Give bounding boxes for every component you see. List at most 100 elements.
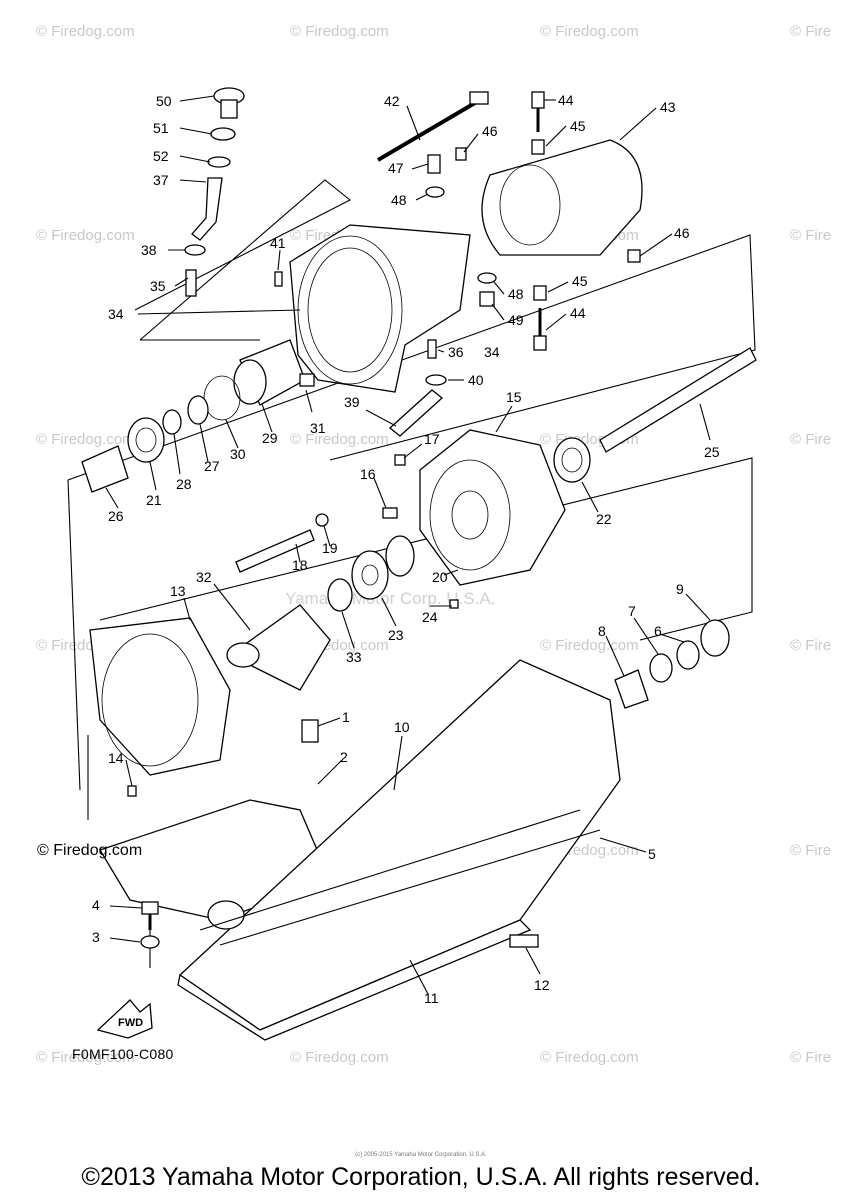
- callout-31: 31: [310, 420, 326, 436]
- clip-part-52: [207, 156, 231, 168]
- callout-32: 32: [196, 569, 212, 585]
- callout-51: 51: [153, 120, 169, 136]
- callout-40: 40: [468, 372, 484, 388]
- callout-1: 1: [342, 709, 350, 725]
- callout-13: 13: [170, 583, 186, 599]
- callout-numbers: 50 51 52 37 38 35 34 41 42 44 45 43 46 4…: [92, 92, 720, 1006]
- impeller-part-32: [228, 604, 331, 691]
- plate-part-12: [509, 934, 539, 948]
- upper-left-parts: [184, 87, 283, 297]
- watermark-row6-left: © Firedog.com: [36, 1049, 135, 1066]
- cap-stem-part-50: [220, 99, 238, 119]
- callout-7: 7: [628, 603, 636, 619]
- bearing-part-21: [127, 417, 165, 463]
- callout-22: 22: [596, 511, 612, 527]
- callout-34-left: 34: [108, 306, 124, 322]
- duct-rib-line: [199, 809, 581, 931]
- watermark-row3-edge: © Fire: [790, 431, 831, 448]
- bolt-part-47: [427, 154, 441, 174]
- collar-part-45-bottom: [533, 285, 547, 301]
- callout-19: 19: [322, 540, 338, 556]
- washer-part-48-bottom: [477, 272, 497, 284]
- callout-33: 33: [346, 649, 362, 665]
- callout-45-bottom: 45: [572, 273, 588, 289]
- pin-part-17: [394, 454, 406, 466]
- callout-12: 12: [534, 977, 550, 993]
- callout-20: 20: [432, 569, 448, 585]
- washer-part-48-top: [425, 186, 445, 198]
- callout-45-top: 45: [570, 118, 586, 134]
- hose-part-39: [388, 389, 444, 437]
- callout-29: 29: [262, 430, 278, 446]
- bolt-part-16: [382, 507, 398, 519]
- watermark-row3-left: © Firedog.com: [36, 431, 135, 448]
- callout-24: 24: [422, 609, 438, 625]
- pin-part-14: [127, 785, 137, 797]
- callout-52: 52: [153, 148, 169, 164]
- callout-42: 42: [384, 93, 400, 109]
- bolt-part-46-right: [627, 249, 641, 263]
- intake-housing-bore: [307, 247, 393, 373]
- seal-part-6: [676, 640, 700, 670]
- bearing-inner-part-22: [561, 447, 583, 473]
- callout-30: 30: [230, 446, 246, 462]
- group-frame-34-upper: [134, 179, 352, 341]
- grate-part-5: [177, 919, 532, 1041]
- callout-16: 16: [360, 466, 376, 482]
- bolt-part-44-top: [531, 91, 545, 109]
- watermark-top-right: © Firedog.com: [540, 23, 639, 40]
- plug-part-1: [301, 719, 319, 743]
- watermark-top-center: © Firedog.com: [290, 23, 389, 40]
- cap-part-9: [700, 619, 730, 657]
- bearing-inner-part-23: [361, 564, 379, 586]
- callout-6: 6: [654, 623, 662, 639]
- right-small-parts: [614, 619, 730, 709]
- callout-27: 27: [204, 458, 220, 474]
- callout-17: 17: [424, 431, 440, 447]
- group-frame-left-edge: [67, 479, 81, 791]
- washer-part-33: [327, 578, 353, 612]
- clamp-part-40: [425, 374, 447, 386]
- pin-part-41: [274, 271, 283, 287]
- callout-41: 41: [270, 235, 286, 251]
- pump-housing: [89, 617, 231, 797]
- duct-rib-line-2: [219, 829, 601, 946]
- watermark-row6-center: © Firedog.com: [290, 1049, 389, 1066]
- bearing-part-22: [553, 437, 591, 483]
- impeller-group: [81, 339, 757, 691]
- callout-44-bottom: 44: [570, 305, 586, 321]
- callout-48-bottom: 48: [508, 286, 524, 302]
- bolt-part-31: [299, 373, 315, 387]
- clamp-part-38: [184, 244, 206, 256]
- bearing-part-24: [385, 535, 415, 577]
- callout-44-top: 44: [558, 92, 574, 108]
- stator-bore-part-15: [429, 459, 511, 571]
- washer-part-3: [140, 935, 160, 949]
- callout-3: 3: [92, 929, 100, 945]
- callout-23: 23: [388, 627, 404, 643]
- callout-48-top: 48: [391, 192, 407, 208]
- callout-36: 36: [448, 344, 464, 360]
- callout-11: 11: [424, 990, 439, 1006]
- callout-35: 35: [150, 278, 166, 294]
- group-frame-impeller-top: [67, 234, 756, 481]
- callout-49: 49: [508, 312, 524, 328]
- watermark-row2-edge: © Fire: [790, 227, 831, 244]
- watermark-diagram-mark: Yamaha Motor Corp. U.S.A.: [285, 589, 495, 608]
- o-ring-part-30: [203, 375, 241, 421]
- diagram-code: F0MF100-C080: [72, 1046, 174, 1062]
- rod-head-part-42: [469, 91, 489, 105]
- rod-part-42: [376, 98, 482, 162]
- reverse-assembly: [376, 91, 643, 351]
- callout-39: 39: [344, 394, 360, 410]
- callout-50: 50: [156, 93, 172, 109]
- callout-15: 15: [506, 389, 522, 405]
- callout-8: 8: [598, 623, 606, 639]
- watermark-row3-center: © Firedog.com: [290, 431, 389, 448]
- callout-26: 26: [108, 508, 124, 524]
- intake-housing-body: [289, 224, 471, 393]
- leader-lines: [105, 95, 711, 995]
- pin-part-18: [235, 529, 315, 573]
- copyright-footer: ©2013 Yamaha Motor Corporation, U.S.A. A…: [81, 1163, 761, 1191]
- stator-housing-part-15: [419, 429, 566, 586]
